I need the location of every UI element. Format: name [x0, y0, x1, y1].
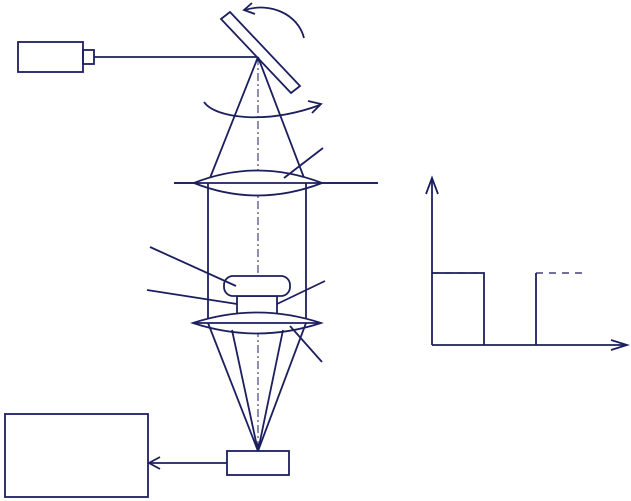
- processing-unit: [4, 413, 149, 498]
- lower-lens: [190, 311, 324, 363]
- scanning-mirror: [219, 10, 302, 95]
- sample-holder: [146, 246, 326, 317]
- laser-source: [17, 41, 258, 73]
- beam-cone-upper: [207, 56, 307, 184]
- converging-rays: [207, 322, 307, 452]
- signal-plot: [425, 175, 631, 351]
- detector: [226, 450, 290, 476]
- signal-arrow: [147, 456, 227, 470]
- rotation-arrow-mirror: [242, 2, 305, 39]
- rotation-arrow-beam: [203, 100, 323, 119]
- upper-lens: [174, 147, 378, 197]
